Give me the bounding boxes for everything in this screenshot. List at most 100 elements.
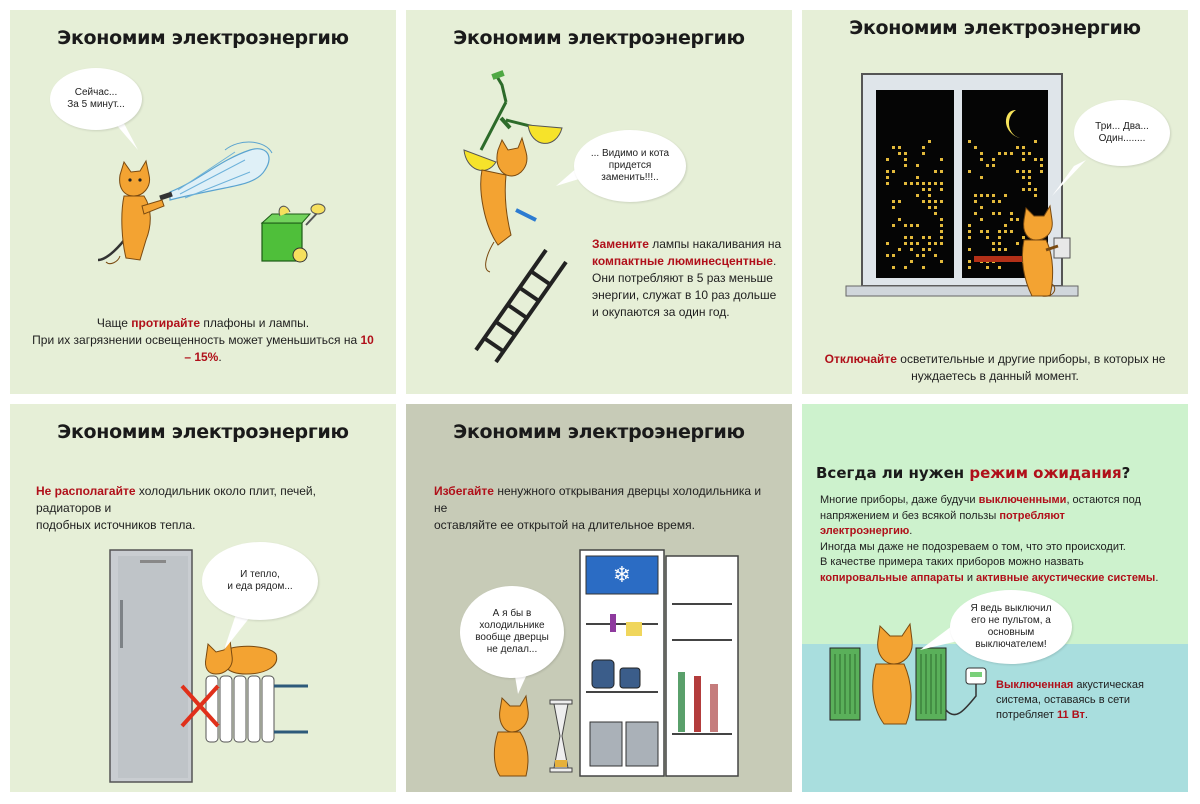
bubble-line: и еда рядом...: [227, 581, 293, 592]
skyline-light: [910, 182, 913, 185]
skyline-light: [968, 224, 971, 227]
skyline-light: [974, 200, 977, 203]
skyline-light: [1028, 152, 1031, 155]
bubble-line: выключателем!: [975, 639, 1047, 650]
skyline-light: [968, 266, 971, 269]
caption-text: .: [772, 254, 777, 268]
skyline-light: [892, 170, 895, 173]
skyline-light: [940, 170, 943, 173]
skyline-light: [934, 170, 937, 173]
skyline-light: [934, 206, 937, 209]
caption-text: плафоны и лампы.: [200, 316, 310, 330]
skyline-light: [940, 230, 943, 233]
skyline-light: [980, 206, 983, 209]
skyline-light: [1016, 146, 1019, 149]
caption-highlight: Избегайте: [434, 484, 494, 498]
skyline-light: [998, 242, 1001, 245]
skyline-light: [928, 194, 931, 197]
skyline-light: [992, 194, 995, 197]
skyline-light: [986, 164, 989, 167]
skyline-light: [1004, 248, 1007, 251]
caption-highlight: Не располагайте: [36, 484, 136, 498]
bubble-line: Три... Два...: [1095, 121, 1149, 132]
skyline-light: [928, 188, 931, 191]
svg-text:❄: ❄: [613, 563, 631, 588]
bubble-line: А я бы в: [492, 608, 532, 619]
skyline-light: [974, 194, 977, 197]
skyline-light: [922, 266, 925, 269]
skyline-light: [1034, 194, 1037, 197]
caption-text: холодильник около плит, печей, радиаторо…: [36, 484, 316, 515]
skyline-light: [898, 152, 901, 155]
skyline-light: [974, 146, 977, 149]
caption-highlight: Выключенная: [996, 679, 1074, 691]
skyline-light: [1004, 230, 1007, 233]
skyline-light: [1004, 194, 1007, 197]
skyline-light: [904, 164, 907, 167]
skyline-light: [940, 242, 943, 245]
skyline-light: [998, 230, 1001, 233]
skyline-light: [998, 200, 1001, 203]
bubble-line: не делал...: [486, 644, 538, 655]
panel-title: Экономим электроэнергию: [453, 421, 745, 443]
skyline-light: [916, 242, 919, 245]
caption-text: ненужного открывания дверцы холодильника…: [434, 484, 762, 515]
skyline-light: [910, 248, 913, 251]
skyline-light: [1010, 212, 1013, 215]
skyline-light: [1022, 176, 1025, 179]
caption-text: энергии, служат в 10 раз дольше: [592, 288, 777, 302]
caption-highlight: 10 – 15%: [184, 333, 374, 364]
skyline-light: [1028, 170, 1031, 173]
caption-text: система, оставаясь в сети: [996, 694, 1131, 706]
skyline-light: [1028, 188, 1031, 191]
skyline-light: [968, 170, 971, 173]
skyline-light: [892, 146, 895, 149]
skyline-light: [916, 224, 919, 227]
skyline-light: [898, 146, 901, 149]
fridge-radiator-illustration: [109, 549, 308, 783]
skyline-light: [980, 230, 983, 233]
text-highlight: электроэнергию: [820, 525, 910, 537]
window-night-illustration: [845, 73, 1086, 297]
skyline-light: [928, 248, 931, 251]
skyline-light: [992, 242, 995, 245]
skyline-light: [934, 212, 937, 215]
skyline-light: [1040, 158, 1043, 161]
skyline-light: [1022, 170, 1025, 173]
skyline-light: [968, 248, 971, 251]
caption-text: лампы накаливания на: [648, 237, 782, 251]
speech-bubble: Три... Два...Один........: [1074, 100, 1170, 166]
skyline-light: [886, 182, 889, 185]
skyline-light: [986, 230, 989, 233]
skyline-light: [986, 194, 989, 197]
caption-highlight: Замените: [592, 237, 649, 251]
skyline-light: [1016, 218, 1019, 221]
skyline-light: [904, 242, 907, 245]
speakers-cat-illustration: [829, 622, 987, 725]
skyline-light: [892, 200, 895, 203]
skyline-light: [1040, 170, 1043, 173]
skyline-light: [928, 242, 931, 245]
chandelier-cat-illustration: [463, 70, 592, 364]
skyline-light: [974, 212, 977, 215]
skyline-light: [1010, 152, 1013, 155]
skyline-light: [934, 200, 937, 203]
skyline-light: [910, 224, 913, 227]
caption-text: Чаще: [96, 316, 132, 330]
skyline-light: [886, 158, 889, 161]
caption-text: .: [218, 350, 222, 364]
caption-highlight: Отключайте: [824, 352, 897, 366]
skyline-light: [1016, 242, 1019, 245]
skyline-light: [892, 224, 895, 227]
skyline-light: [916, 182, 919, 185]
text-segment: .: [1155, 571, 1159, 584]
skyline-light: [928, 200, 931, 203]
skyline-light: [904, 236, 907, 239]
text-segment: В качестве примера таких приборов можно …: [820, 556, 1084, 568]
skyline-light: [998, 248, 1001, 251]
caption-text: При их загрязнении освещенность может ум…: [32, 333, 361, 347]
text-highlight: активные акустические системы: [976, 571, 1156, 584]
panel-replace-lamps: Экономим электроэнергию ... Видимо и кот…: [406, 10, 792, 394]
skyline-light: [886, 242, 889, 245]
